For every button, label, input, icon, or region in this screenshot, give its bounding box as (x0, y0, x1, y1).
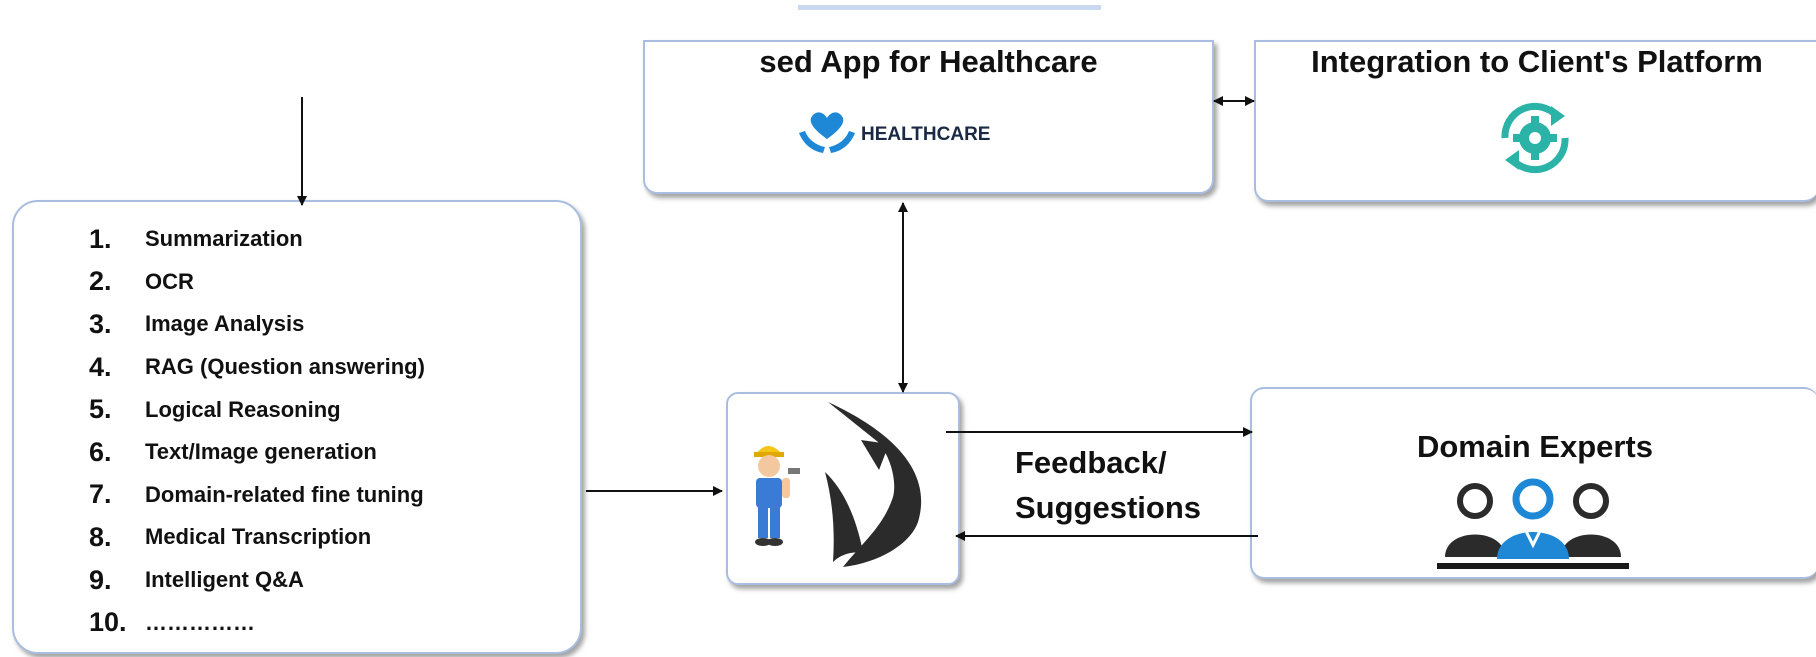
gear-sync-icon (1501, 102, 1569, 174)
task-number: 7. (89, 479, 112, 510)
task-number: 4. (89, 351, 112, 382)
task-number: 3. (89, 308, 112, 339)
task-number: 10. (89, 607, 127, 638)
task-item: 3. Image Analysis (89, 303, 425, 346)
healthcare-logo-icon: HEALTHCARE (799, 112, 990, 153)
task-label: Text/Image generation (145, 439, 377, 465)
task-number: 6. (89, 436, 112, 467)
app-title: sed App for Healthcare (759, 44, 1098, 79)
checkmark-arrow-icon (825, 402, 922, 567)
task-number: 8. (89, 521, 112, 552)
task-label: RAG (Question answering) (145, 354, 425, 380)
feedback-label: Feedback/ Suggestions (1015, 440, 1201, 530)
task-item: 9. Intelligent Q&A (89, 559, 425, 602)
top-strip (798, 5, 1101, 10)
task-list: 1. Summarization 2. OCR 3. Image Analysis 4. RA… (89, 218, 425, 644)
task-label: Domain-related fine tuning (145, 481, 424, 507)
task-number: 2. (89, 266, 112, 297)
task-label: Intelligent Q&A (145, 567, 304, 593)
task-label: Summarization (145, 226, 303, 252)
task-number: 9. (89, 564, 112, 595)
task-item: 2. OCR (89, 261, 425, 304)
task-label: OCR (145, 268, 194, 294)
task-label: Logical Reasoning (145, 396, 341, 422)
task-label: Image Analysis (145, 311, 305, 337)
task-item: 5. Logical Reasoning (89, 388, 425, 431)
task-number: 1. (89, 223, 112, 254)
task-item: 8. Medical Transcription (89, 516, 425, 559)
task-item: 4. RAG (Question answering) (89, 346, 425, 389)
experts-box: Domain Experts (1250, 387, 1816, 579)
task-item: 7. Domain-related fine tuning (89, 474, 425, 517)
experts-title: Domain Experts (1416, 429, 1653, 464)
worker-icon (754, 446, 800, 546)
task-item: 6. Text/Image generation (89, 431, 425, 474)
feedback-line2: Suggestions (1015, 490, 1202, 525)
task-number: 5. (89, 394, 112, 425)
task-label: …………… (145, 609, 255, 635)
domain-experts-icon (1437, 478, 1629, 569)
healthcare-logo-text: HEALTHCARE (861, 124, 990, 145)
integration-title: Integration to Client's Platform (1311, 44, 1763, 79)
hub-box (726, 392, 960, 585)
tasks-box: 1. Summarization 2. OCR 3. Image Analysis 4. RA… (12, 200, 582, 654)
integration-box: Integration to Client's Platform (1254, 40, 1816, 202)
task-label: Medical Transcription (145, 524, 372, 550)
feedback-line1: Feedback/ (1015, 445, 1167, 480)
app-box: sed App for Healthcare HEALTHCARE (643, 40, 1214, 194)
task-item: 1. Summarization (89, 218, 425, 261)
task-item: 10. …………… (89, 601, 425, 644)
